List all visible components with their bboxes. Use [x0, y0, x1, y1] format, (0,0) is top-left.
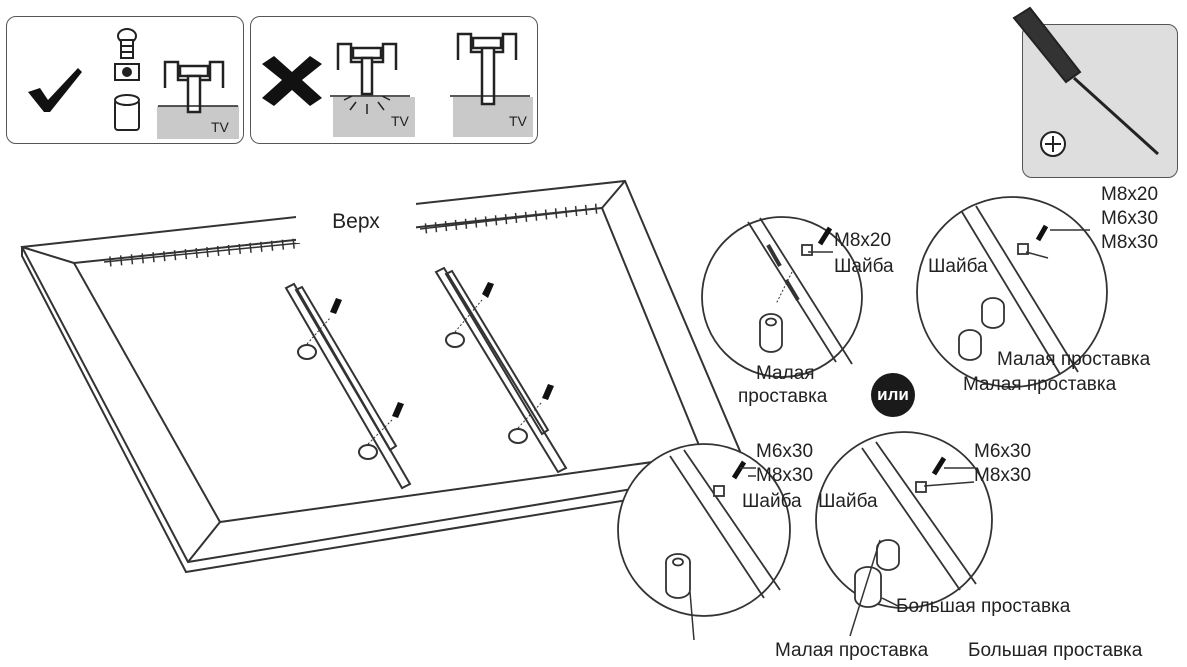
spacer-label: Малая проставка [775, 640, 929, 661]
spacer-label-line2: проставка [738, 386, 828, 407]
tv-label: TV [391, 113, 409, 129]
screw-size-label: M8x30 [756, 465, 814, 486]
screw-size-label: M6x30 [1101, 208, 1159, 229]
vent-tick [474, 217, 478, 228]
vent-tick [554, 208, 558, 219]
vent-tick [574, 205, 578, 217]
washer-label: Шайба [818, 491, 878, 512]
or-badge: или [871, 373, 915, 417]
vent-tick [249, 242, 252, 253]
detail-circle-d [815, 431, 993, 609]
vent-tick [141, 253, 144, 264]
screw-size-label: M8x30 [1101, 232, 1159, 253]
vent-tick [514, 212, 518, 224]
phillips-head-icon [1040, 131, 1066, 157]
vent-tick [454, 219, 458, 230]
washer-label: Шайба [928, 256, 988, 277]
vent-tick [504, 214, 508, 225]
vent-tick [544, 209, 548, 220]
vent-tick [195, 247, 198, 259]
vent-tick [119, 255, 123, 266]
spacer-label: Малая проставка [963, 374, 1117, 395]
cross-icon [262, 56, 322, 106]
vent-tick [270, 240, 274, 251]
top-direction-label: Верх [296, 201, 416, 243]
screw-size-label: M6x30 [756, 441, 814, 462]
tv-label: TV [211, 119, 229, 135]
screw-size-label: M8x20 [834, 230, 892, 251]
detail-circle-c [617, 443, 791, 617]
screw-size-label: M8x30 [974, 465, 1032, 486]
vent-tick [152, 252, 155, 263]
detail-circle-b [916, 196, 1108, 388]
vent-tick [130, 254, 134, 265]
vent-tick [216, 245, 220, 257]
vent-tick [184, 249, 188, 260]
vent-tick [584, 204, 588, 215]
phillips-screwdriver-icon [1012, 6, 1160, 156]
vent-tick [444, 220, 448, 232]
spacer-label: Малая проставка [997, 349, 1151, 370]
screw-icon [114, 28, 140, 131]
screw-size-label: M8x20 [1101, 184, 1159, 205]
vent-tick [163, 251, 166, 262]
spacer-label: Большая проставка [968, 640, 1143, 661]
vent-tick [434, 222, 438, 233]
vent-tick [281, 239, 285, 250]
vent-tick [227, 244, 231, 256]
checkmark-icon [28, 68, 82, 112]
tv-surface [333, 97, 415, 137]
detail-circle-a [701, 216, 863, 378]
washer-label: Шайба [834, 256, 894, 277]
vent-tick [534, 210, 538, 221]
vent-tick [464, 218, 468, 229]
vent-tick [564, 207, 568, 218]
vent-tick [484, 216, 488, 227]
vent-tick [109, 256, 112, 267]
vent-tick [260, 241, 263, 252]
vent-tick [424, 223, 428, 234]
vent-tick [173, 250, 177, 261]
tv-label: TV [509, 113, 527, 129]
vent-tick [238, 243, 241, 254]
spacer-label: Большая проставка [896, 596, 1071, 617]
vent-tick [292, 238, 295, 249]
vent-tick [494, 215, 498, 226]
spacer-label-line1: Малая [756, 363, 815, 384]
screw-size-label: M6x30 [974, 441, 1032, 462]
vent-tick [206, 246, 209, 258]
vent-tick [594, 203, 598, 214]
vent-tick [524, 211, 528, 222]
washer-label: Шайба [742, 491, 802, 512]
